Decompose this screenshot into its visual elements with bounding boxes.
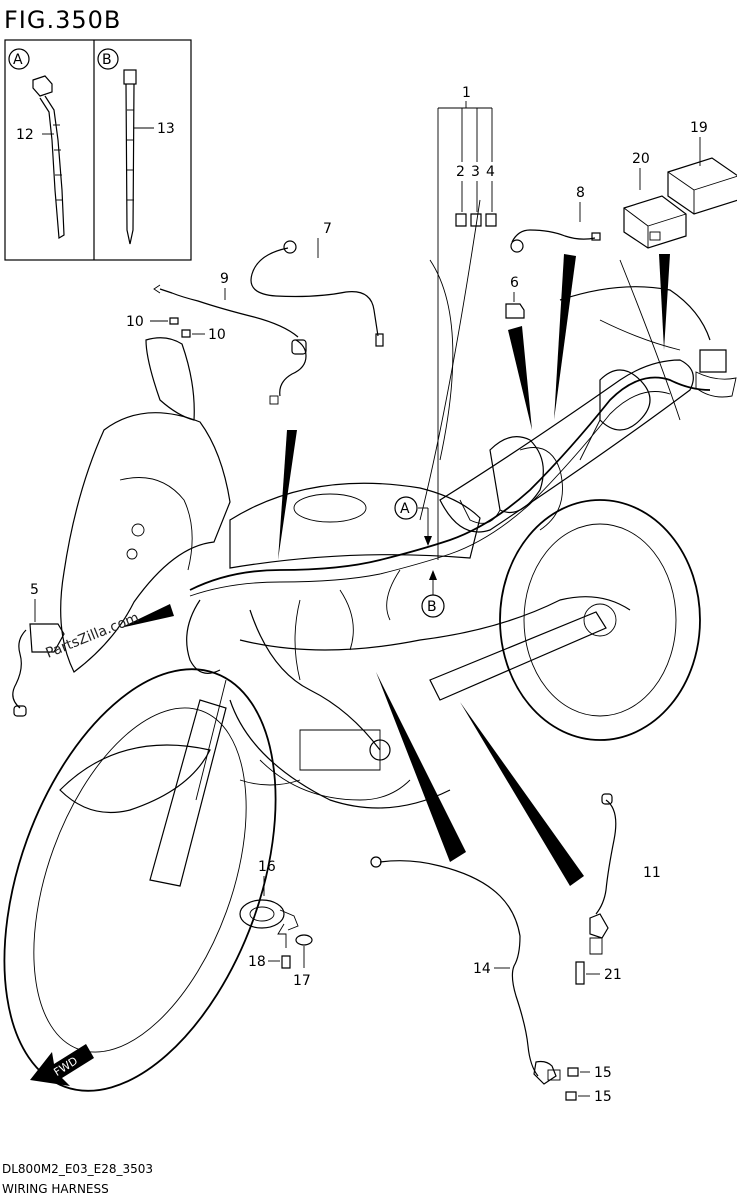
module-20: 20 [623, 151, 687, 249]
bolt-18: 18 [248, 954, 291, 970]
pointer-wedges [120, 254, 670, 886]
watermark: PartsZilla.com [44, 610, 142, 662]
svg-text:B: B [102, 52, 112, 68]
part-label-10b: 10 [208, 327, 226, 343]
part-label-21: 21 [604, 967, 622, 983]
part-label-8: 8 [576, 185, 585, 201]
callout-a-icon: A [394, 496, 432, 546]
fwd-arrow-icon: FWD [30, 1044, 94, 1086]
part-label-13: 13 [157, 121, 175, 137]
part-label-15b: 15 [594, 1089, 612, 1105]
part-label-18: 18 [248, 954, 266, 970]
harness-9: 9 [153, 271, 307, 405]
figure-title: FIG.350B [4, 6, 121, 34]
sensor-cable-14: 14 [370, 856, 561, 1085]
part-label-14: 14 [473, 961, 491, 977]
part-label-17: 17 [293, 973, 311, 989]
svg-text:A: A [13, 52, 23, 68]
part-label-15a: 15 [594, 1065, 612, 1081]
clamp-band-12 [32, 75, 65, 240]
model-code: DL800M2_E03_E28_3503 [2, 1162, 153, 1176]
relay-group-1: 1 2 3 4 [437, 85, 497, 560]
part-label-12: 12 [16, 127, 34, 143]
part-label-16: 16 [258, 859, 276, 875]
connector-6: 6 [505, 275, 525, 319]
sensor-cable-7: 7 [250, 221, 384, 347]
inset-box: A B 12 13 [4, 39, 192, 261]
part-label-4: 4 [486, 164, 495, 180]
part-label-11: 11 [643, 865, 661, 881]
screw-10: 10 10 [126, 314, 226, 343]
part-label-9: 9 [220, 271, 229, 287]
sensor-11: 11 [589, 793, 661, 955]
sensor-8: 8 [510, 185, 601, 253]
part-label-7: 7 [323, 221, 332, 237]
washer-17: 17 [293, 934, 313, 989]
section-title: WIRING HARNESS [2, 1182, 109, 1196]
cable-tie-13 [123, 69, 137, 245]
part-label-2: 2 [456, 164, 465, 180]
part-label-20: 20 [632, 151, 650, 167]
bolt-15: 15 15 [565, 1065, 612, 1105]
part-label-3: 3 [471, 164, 480, 180]
inset-callout-a-icon: A [8, 48, 30, 70]
part-label-10a: 10 [126, 314, 144, 330]
horn-16: 16 [239, 859, 299, 948]
inset-callout-b-icon: B [97, 48, 119, 70]
main-wiring-harness [186, 369, 711, 761]
part-label-1: 1 [462, 85, 471, 101]
callout-b-icon: B [421, 570, 445, 618]
part-label-6: 6 [510, 275, 519, 291]
svg-text:A: A [400, 501, 410, 517]
part-label-5: 5 [30, 582, 39, 598]
bolt-21: 21 [575, 961, 622, 985]
motorcycle-outline [3, 199, 737, 1092]
part-label-19: 19 [690, 120, 708, 136]
svg-text:B: B [427, 599, 437, 615]
module-19: 19 [667, 120, 737, 215]
sensor-5: 5 [12, 582, 65, 717]
